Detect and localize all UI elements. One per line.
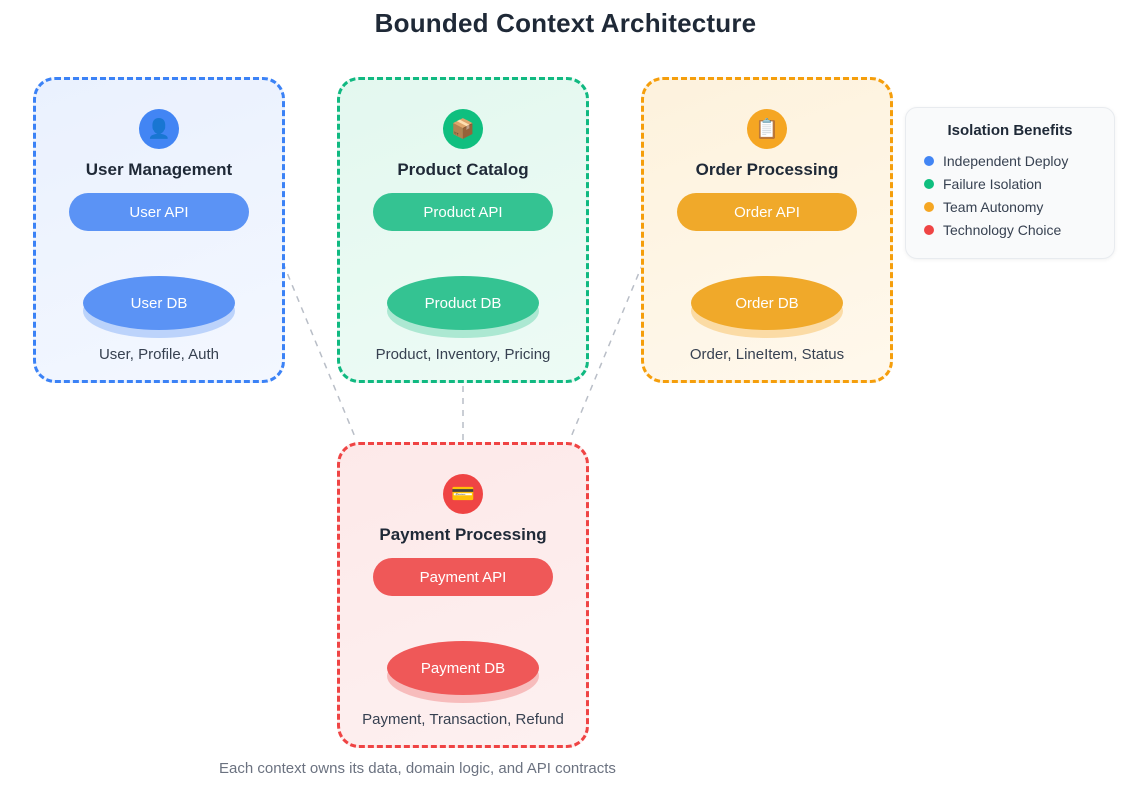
package-icon: 📦: [443, 109, 483, 149]
legend-label: Team Autonomy: [943, 198, 1044, 215]
page-title: Bounded Context Architecture: [374, 8, 757, 38]
database-cylinder[interactable]: Payment DB: [387, 641, 539, 703]
legend-item: Technology Choice: [906, 218, 1114, 241]
credit-card-icon: 💳: [443, 474, 483, 514]
context-title: User Management: [85, 160, 233, 179]
context-entities: Payment, Transaction, Refund: [362, 711, 564, 728]
user-icon: 👤: [139, 109, 179, 149]
legend-dot-icon: [924, 201, 934, 212]
legend-item: Failure Isolation: [906, 172, 1114, 195]
context-title: Order Processing: [695, 160, 839, 179]
legend-item: Independent Deploy: [906, 149, 1114, 172]
database-label: User DB: [83, 276, 235, 330]
context-title: Payment Processing: [379, 525, 547, 544]
api-pill[interactable]: Payment API: [373, 558, 553, 596]
footer-note: Each context owns its data, domain logic…: [219, 760, 616, 777]
clipboard-icon: 📋: [747, 109, 787, 149]
database-cylinder[interactable]: Product DB: [387, 276, 539, 338]
api-pill[interactable]: User API: [69, 193, 249, 231]
database-cylinder[interactable]: User DB: [83, 276, 235, 338]
context-entities: Product, Inventory, Pricing: [375, 346, 551, 363]
legend-dot-icon: [924, 224, 934, 235]
api-pill[interactable]: Product API: [373, 193, 553, 231]
legend-label: Failure Isolation: [943, 175, 1042, 192]
legend-title: Isolation Benefits: [947, 122, 1073, 139]
context-title: Product Catalog: [397, 160, 529, 179]
api-pill[interactable]: Order API: [677, 193, 857, 231]
legend-dot-icon: [924, 178, 934, 189]
database-label: Product DB: [387, 276, 539, 330]
legend-dot-icon: [924, 155, 934, 166]
database-label: Payment DB: [387, 641, 539, 695]
legend-label: Independent Deploy: [943, 152, 1069, 169]
database-cylinder[interactable]: Order DB: [691, 276, 843, 338]
context-entities: Order, LineItem, Status: [689, 346, 845, 363]
legend-label: Technology Choice: [943, 221, 1062, 238]
legend-item: Team Autonomy: [906, 195, 1114, 218]
context-entities: User, Profile, Auth: [98, 346, 220, 363]
database-label: Order DB: [691, 276, 843, 330]
